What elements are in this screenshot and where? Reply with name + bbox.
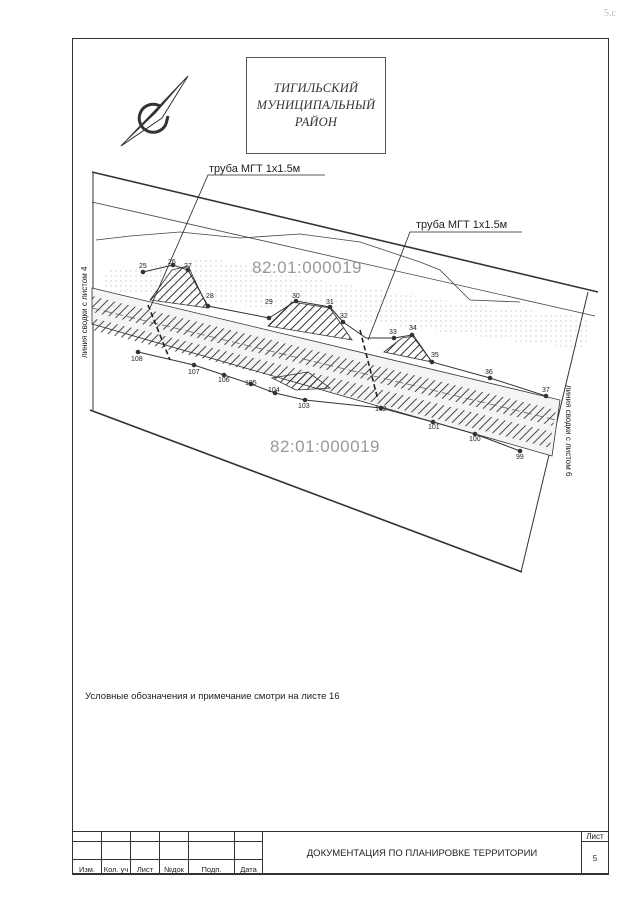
point-label: 30 — [292, 293, 300, 300]
stamp-header: №док — [159, 859, 189, 875]
title-block: ДОКУМЕНТАЦИЯ ПО ПЛАНИРОВКЕ ТЕРРИТОРИИ Ли… — [72, 831, 609, 875]
match-line-left: линия сводки с листом 4 — [80, 266, 89, 358]
point-label: 108 — [131, 356, 143, 363]
stamp-header: Подп. — [188, 859, 235, 875]
sheet-number: 5 — [581, 841, 609, 875]
point-label: 107 — [188, 369, 200, 376]
stamp-header: Лист — [130, 859, 160, 875]
point-label: 33 — [389, 329, 397, 336]
north-arrow-icon — [120, 75, 189, 147]
point-label: 32 — [340, 313, 348, 320]
stamp-header: Изм. — [72, 859, 102, 875]
point-label: 35 — [431, 352, 439, 359]
cadastral-label-lower: 82:01:000019 — [270, 437, 380, 456]
point-label: 99 — [516, 454, 524, 461]
point-label: 100 — [469, 436, 481, 443]
pipe-label-2: труба МГТ 1х1.5м — [416, 219, 508, 231]
point-label: 34 — [409, 325, 417, 332]
point-label: 102 — [375, 406, 387, 413]
point-label: 101 — [428, 424, 440, 431]
stamp-header: Кол. уч — [101, 859, 131, 875]
match-line-right: линия сводки с листом 6 — [564, 385, 573, 477]
pipe-label-1: труба МГТ 1х1.5м — [209, 163, 301, 175]
sheet-label: Лист — [581, 831, 609, 842]
point-label: 103 — [298, 403, 310, 410]
point-label: 28 — [206, 293, 214, 300]
point-label: 37 — [542, 387, 550, 394]
point-label: 106 — [218, 377, 230, 384]
point-label: 36 — [485, 369, 493, 376]
point-label: 104 — [268, 387, 280, 394]
document-title: ДОКУМЕНТАЦИЯ ПО ПЛАНИРОВКЕ ТЕРРИТОРИИ — [262, 831, 582, 875]
point-label: 105 — [245, 380, 257, 387]
cadastral-label-upper: 82:01:000019 — [252, 258, 362, 277]
legend-note: Условные обозначения и примечание смотри… — [85, 691, 340, 702]
district-title: ТИГИЛЬСКИЙ МУНИЦИПАЛЬНЫЙ РАЙОН — [256, 81, 376, 129]
point-label: 31 — [326, 299, 334, 306]
title-box: ТИГИЛЬСКИЙ МУНИЦИПАЛЬНЫЙ РАЙОН — [246, 57, 386, 154]
point-label: 25 — [139, 263, 147, 270]
point-label: 26 — [168, 259, 176, 266]
stamp-header: Дата — [234, 859, 263, 875]
point-label: 29 — [265, 299, 273, 306]
point-label: 27 — [184, 263, 192, 270]
corner-mark: 5.с — [604, 8, 616, 19]
